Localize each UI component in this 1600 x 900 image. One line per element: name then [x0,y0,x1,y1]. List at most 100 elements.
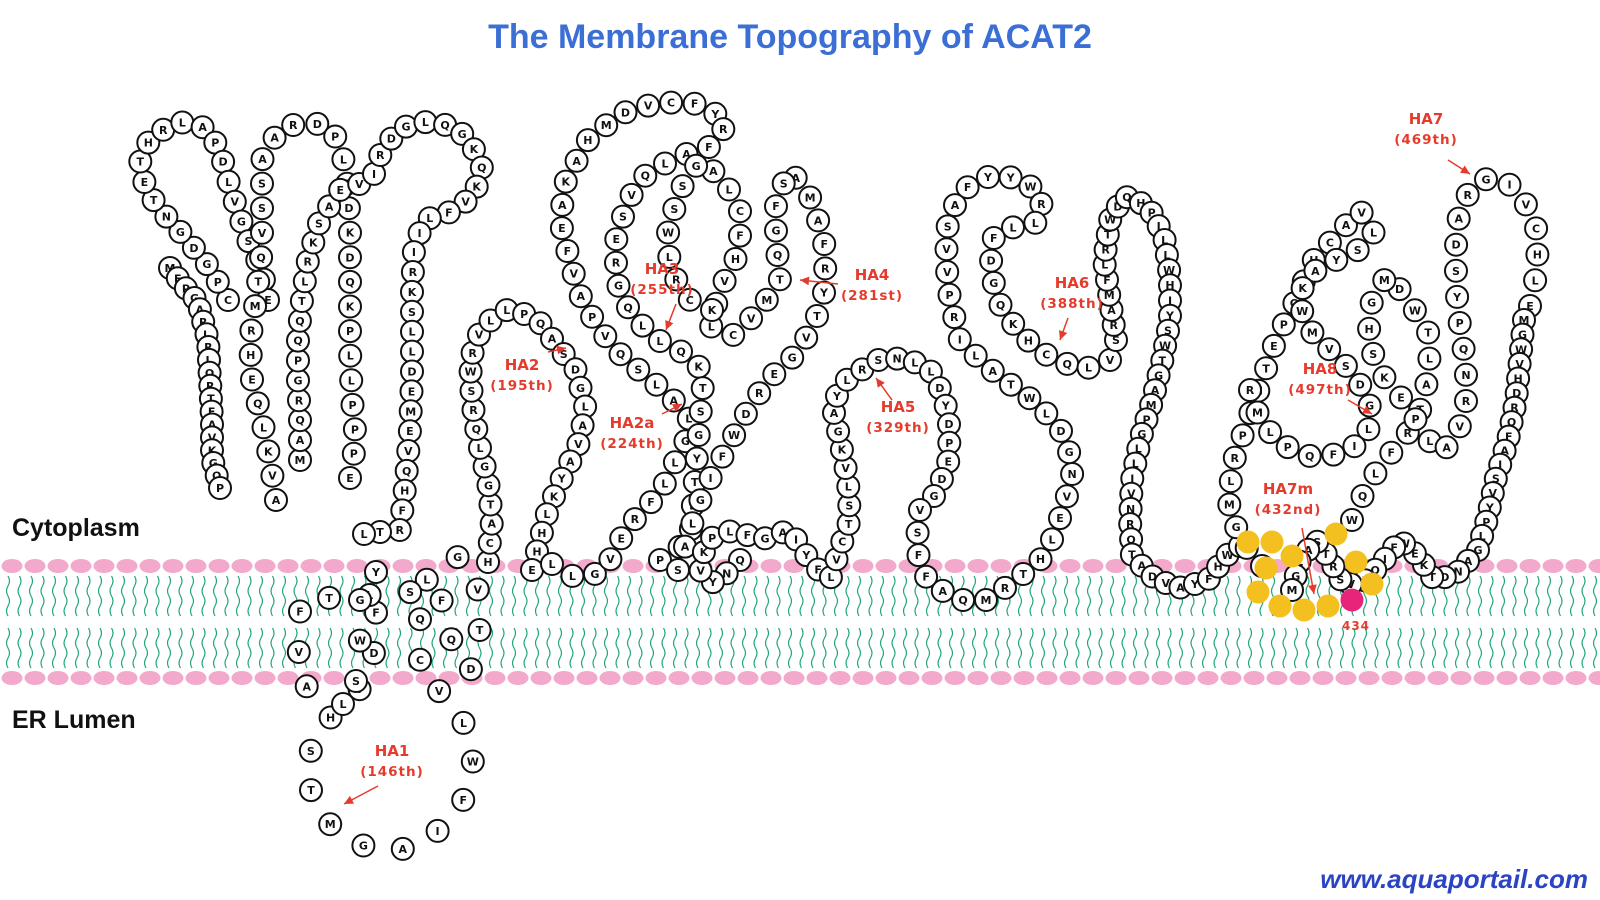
residue-letter: Q [1358,490,1367,503]
lipid-head-bottom [1496,671,1518,685]
residue: R [387,518,412,542]
residue-letter: R [1404,427,1413,440]
residue-letter: A [1151,384,1160,397]
residue-letter: V [404,445,413,458]
residue: S [688,399,713,424]
residue-letter: K [838,444,847,457]
residue: L [1523,268,1548,293]
residue-circle [914,564,939,589]
residue: L [540,552,564,576]
residue-letter: I [1130,473,1134,486]
residue-circle [1001,215,1025,240]
residue-letter: E [771,368,779,381]
residue: T [998,372,1023,397]
residue-letter: F [922,571,930,584]
residue-letter: V [473,584,482,597]
residue-circle [249,245,274,270]
residue-letter: I [1507,179,1511,192]
residue-letter: P [214,276,222,289]
residue-circle [568,284,593,309]
residue-circle [564,148,589,173]
residue-letter: M [1307,326,1318,339]
residue: M [1300,320,1325,345]
residue-circle [561,261,586,286]
residue-circle [698,466,723,490]
residue-letter: Q [1122,191,1131,204]
residue-letter: R [1001,582,1010,595]
residue: D [733,401,758,426]
annotation-name: HA2 [505,356,540,374]
residue-letter: H [246,349,255,362]
residue-letter: N [722,567,731,580]
residue-letter: Y [1331,254,1341,267]
residue-letter: S [914,527,922,540]
residue-letter: L [845,481,852,494]
residue: E [132,170,157,194]
lipid-head-bottom [1,671,23,685]
residue-circle [344,669,368,693]
residue-circle [342,417,367,442]
residue-letter: L [725,184,732,197]
lipid-head-bottom [162,671,184,685]
residue-letter: P [1284,441,1292,454]
residue-letter: C [1532,222,1540,235]
residue: S [250,196,274,221]
lipid-head-top [300,559,322,573]
annotation-name: HA1 [375,742,410,760]
residue-letter: F [1103,274,1111,287]
lipid-head-bottom [24,671,46,685]
residue: Y [549,466,574,491]
residue-circle [684,153,709,178]
residue: P [205,269,230,294]
residue-letter: Y [371,566,381,579]
residue-circle [1357,316,1382,341]
residue-letter: L [661,478,668,491]
residue: R [711,117,736,142]
residue: V [712,268,737,293]
residue-letter: V [916,504,925,517]
residue-circle [1303,258,1328,283]
residue-letter: K [309,237,318,250]
residue-letter: T [1424,327,1432,340]
residue-circle [181,235,206,260]
residue: K [1372,365,1397,390]
residue-circle [780,345,805,370]
residue-letter: L [656,335,663,348]
residue-letter: L [708,321,715,334]
residue-letter: Q [1371,564,1380,577]
residue-letter: E [944,456,952,469]
residue: T [805,304,829,328]
residue-circle [604,227,629,252]
residue: A [564,148,589,173]
residue-letter: F [445,206,453,219]
residue-circle [408,647,432,672]
residue-letter: T [150,194,158,207]
residue-letter: L [582,401,589,414]
residue-letter: L [1132,458,1139,471]
residue-letter: M [1379,274,1390,287]
residue-letter: V [747,312,756,325]
lipid-head-top [990,559,1012,573]
residue: W [1017,386,1042,411]
residue: S [626,357,651,382]
residue-letter: S [1369,348,1377,361]
residue: L [338,343,363,368]
residue-letter: T [1322,548,1330,561]
residue-letter: L [1009,221,1016,234]
residue: V [636,93,661,118]
residue-circle [425,818,450,843]
residue-circle [686,423,711,447]
annotation-name: HA7 [1409,110,1444,128]
residue-letter: C [416,654,424,667]
residue-letter: L [1372,467,1379,480]
residue: T [289,289,314,313]
residue: G [922,484,946,508]
residue: M [288,448,312,472]
residue-letter: C [1042,349,1050,362]
residue-circle [1034,342,1059,367]
residue-circle [1379,440,1404,465]
residue-letter: E [408,385,416,398]
lipid-head-bottom [1358,671,1380,685]
residue: F [1379,440,1404,465]
